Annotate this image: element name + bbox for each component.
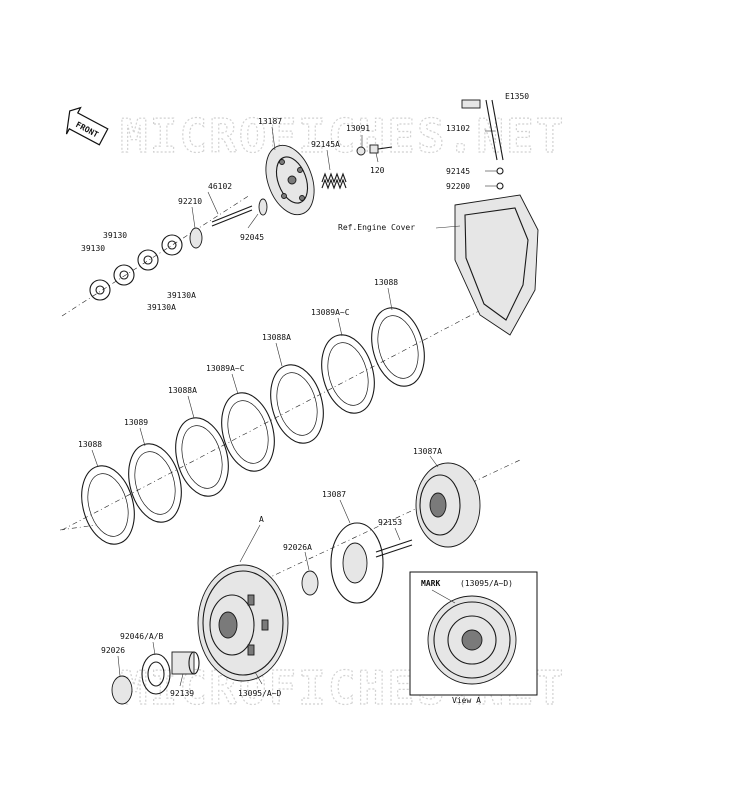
callout-13089ac-top: 13089A~C [311, 308, 350, 317]
pushrod-46102 [189, 198, 268, 249]
spring-plates-39130 [89, 234, 183, 301]
clutch-lever-13102 [461, 99, 504, 190]
callout-39130a-b: 39130A [147, 303, 176, 312]
callout-120: 120 [370, 166, 385, 175]
washer-92026 [111, 675, 133, 705]
washer-92026a [301, 570, 319, 596]
callout-13088a-top: 13088A [262, 333, 291, 342]
callout-92210: 92210 [178, 197, 202, 206]
callout-39130-b: 39130 [81, 244, 105, 253]
callout-13095ad: 13095/A~D [238, 689, 282, 698]
needle-bearing-92046 [141, 653, 171, 695]
axis-upper [61, 194, 251, 317]
callout-92026: 92026 [101, 646, 125, 655]
clutch-hub-13087a [415, 462, 481, 548]
engine-cover [454, 194, 539, 336]
view-a-inset: MARK (13095/A~D) View A [409, 571, 538, 705]
callout-92026a: 92026A [283, 543, 312, 552]
callout-46102: 46102 [208, 182, 232, 191]
callout-13087: 13087 [322, 490, 346, 499]
bolt-13091 [356, 144, 393, 156]
front-arrow-icon: FRONT [65, 106, 109, 146]
diagram-code: E1350 [505, 92, 529, 101]
callout-92200: 92200 [446, 182, 470, 191]
view-a-mark: MARK [421, 579, 440, 588]
view-a-ref: (13095/A~D) [460, 579, 513, 588]
callout-92046ab: 92046/A/B [120, 632, 164, 641]
clutch-housing-13095 [197, 564, 289, 682]
callout-13088a-mid: 13088A [168, 386, 197, 395]
callout-13102: 13102 [446, 124, 470, 133]
pressure-plate-13187 [265, 144, 315, 216]
callout-92145a: 92145A [311, 140, 340, 149]
axis-hub [199, 459, 521, 611]
axis-discs [61, 299, 501, 531]
callout-39130a-a: 39130A [167, 291, 196, 300]
sleeve-92139 [171, 651, 200, 675]
view-a-title: View A [452, 696, 481, 705]
callout-92145: 92145 [446, 167, 470, 176]
watermark-top: MICROFICHES.NET [120, 109, 565, 163]
callout-13187: 13187 [258, 117, 282, 126]
callout-13089: 13089 [124, 418, 148, 427]
callout-a: A [259, 515, 264, 524]
ref-engine-cover: Ref.Engine Cover [338, 223, 415, 232]
callout-13088-top: 13088 [374, 278, 398, 287]
spring-92145a [321, 172, 347, 190]
callout-92139: 92139 [170, 689, 194, 698]
callout-92153: 92153 [378, 518, 402, 527]
callout-92045: 92045 [240, 233, 264, 242]
callout-39130-a: 39130 [103, 231, 127, 240]
callout-13088-low: 13088 [78, 440, 102, 449]
clutch-boss-13087 [330, 522, 413, 604]
callout-13089ac-mid: 13089A~C [206, 364, 245, 373]
callout-13087a: 13087A [413, 447, 442, 456]
callout-13091: 13091 [346, 124, 370, 133]
